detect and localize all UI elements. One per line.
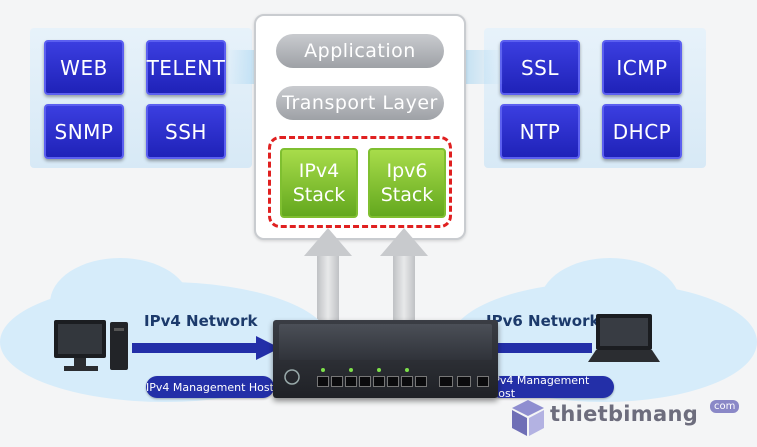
ipv4-network-label: IPv4 Network <box>144 312 258 330</box>
protocol-ssl: SSL <box>500 40 580 95</box>
application-layer: Application <box>276 34 444 68</box>
status-led <box>405 368 409 372</box>
ipv4-management-host-label: IPv4 Management Host <box>146 376 274 398</box>
protocol-ntp: NTP <box>500 104 580 159</box>
brand-cube-icon <box>512 400 544 436</box>
protocol-telent: TELENT <box>146 40 226 95</box>
brand-suffix: com <box>710 400 740 413</box>
switch-port <box>359 376 371 387</box>
status-led <box>321 368 325 372</box>
sfp-port <box>457 376 471 387</box>
up-arrow-right-head <box>380 228 428 256</box>
protocol-icmp: ICMP <box>602 40 682 95</box>
switch-port <box>401 376 413 387</box>
ipv4-flow-arrow <box>132 336 280 360</box>
switch-port <box>387 376 399 387</box>
protocol-stack: Application Transport Layer IPv4 Stack I… <box>254 14 466 240</box>
switch-port <box>317 376 329 387</box>
protocol-web: WEB <box>44 40 124 95</box>
status-led <box>349 368 353 372</box>
protocol-ssh: SSH <box>146 104 226 159</box>
ipv6-stack: Ipv6 Stack <box>368 148 446 218</box>
status-led <box>377 368 381 372</box>
ipv6-stack-line1: Ipv6 <box>386 160 428 182</box>
laptop-icon <box>588 314 660 362</box>
ipv6-management-host-label: IPv4 Management Host <box>490 374 614 400</box>
protocol-dhcp: DHCP <box>602 104 682 159</box>
up-arrow-left <box>317 256 339 320</box>
ipv6-flow-arrow <box>484 343 592 353</box>
up-arrow-right <box>393 256 415 320</box>
switch-top-panel <box>279 324 492 360</box>
brand-logo: thietbimang com <box>510 396 750 442</box>
switch-port <box>331 376 343 387</box>
switch-brand-logo-icon <box>284 369 300 385</box>
transport-layer: Transport Layer <box>276 86 444 120</box>
ipv4-stack-line1: IPv4 <box>298 160 340 182</box>
ipv4-stack-line2: Stack <box>292 184 346 206</box>
switch-port <box>415 376 427 387</box>
dual-stack-outline <box>268 136 452 228</box>
brand-name: thietbimang <box>550 402 699 426</box>
network-switch <box>273 320 498 398</box>
ipv4-stack: IPv4 Stack <box>280 148 358 218</box>
console-port <box>477 376 489 387</box>
desktop-computer-icon <box>54 320 128 371</box>
sfp-port <box>439 376 453 387</box>
ipv6-stack-line2: Stack <box>380 184 434 206</box>
up-arrow-left-head <box>304 228 352 256</box>
protocol-snmp: SNMP <box>44 104 124 159</box>
switch-port <box>345 376 357 387</box>
ipv6-network-label: IPv6 Network <box>486 312 600 330</box>
switch-port <box>373 376 385 387</box>
